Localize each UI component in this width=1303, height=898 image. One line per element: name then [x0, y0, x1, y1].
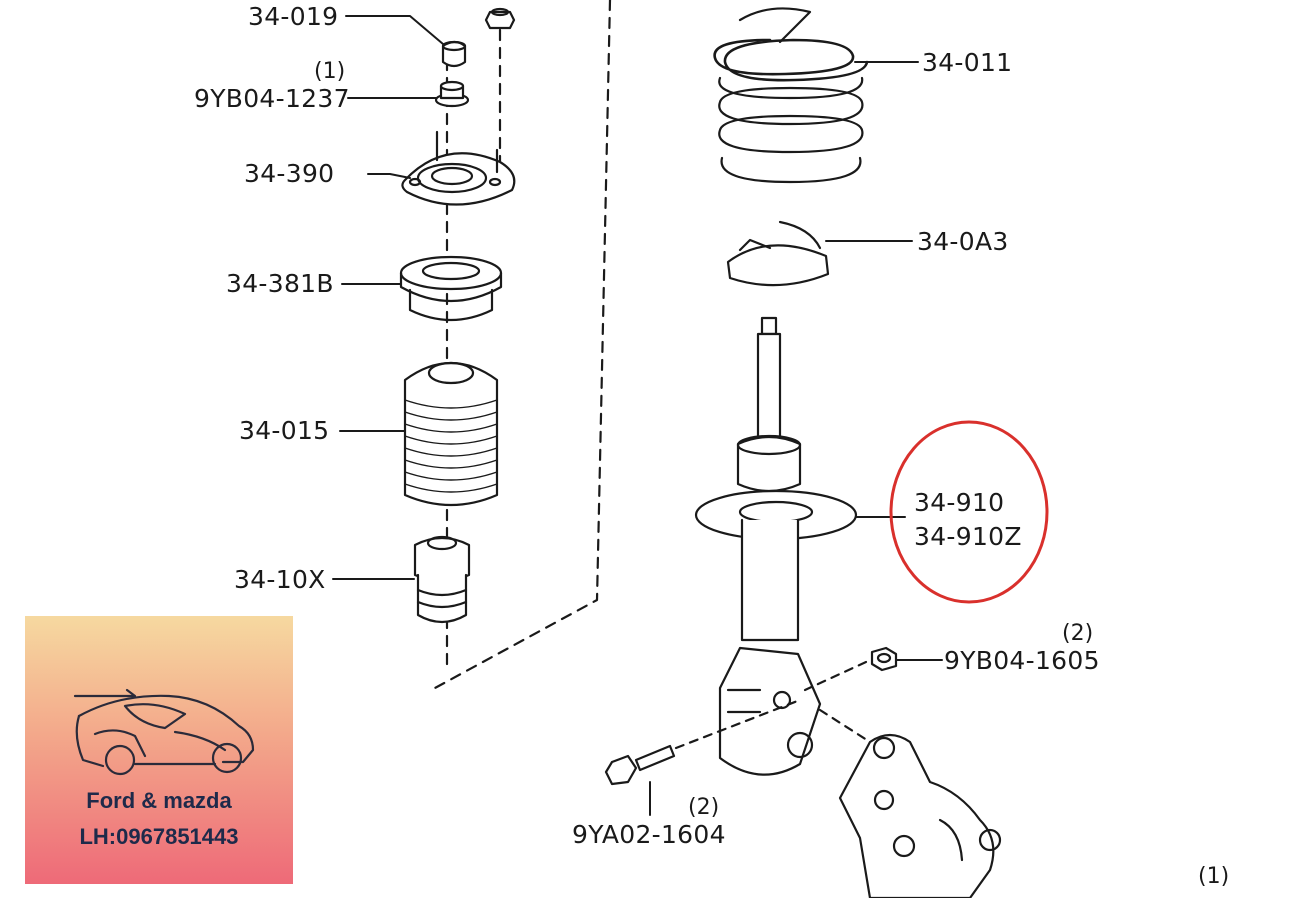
steering-knuckle-icon	[818, 708, 1002, 898]
part-label-34-910: 34-910	[914, 488, 1005, 517]
hex-nut-icon	[803, 646, 898, 692]
quantity-label: (2)	[1062, 621, 1094, 646]
quantity-label: (1)	[314, 59, 346, 84]
coil-spring-icon	[713, 7, 869, 184]
leader-lines	[332, 15, 943, 816]
bearing-icon	[399, 255, 503, 322]
brand-phone: LH:0967851443	[79, 824, 239, 849]
part-label-34-390: 34-390	[244, 159, 335, 188]
part-label-9yb04-1605: 9YB04-1605	[944, 646, 1100, 675]
spring-seat-icon	[726, 220, 830, 287]
part-label-34-0a3: 34-0A3	[917, 227, 1009, 256]
top-nut-icon	[484, 7, 516, 30]
sports-car-icon	[73, 688, 255, 776]
part-label-9ya02-1604: 9YA02-1604	[572, 820, 726, 849]
quantity-label: (2)	[688, 795, 720, 820]
part-label-34-910z: 34-910Z	[914, 522, 1022, 551]
shock-absorber-icon	[694, 316, 858, 776]
brand-badge: Ford & mazda LH:0967851443	[25, 616, 293, 884]
cap-part-icon	[441, 40, 467, 68]
bump-stop-icon	[413, 535, 471, 624]
part-label-34-019: 34-019	[248, 2, 339, 31]
dust-boot-icon	[403, 361, 499, 507]
part-label-9yb04-1237: 9YB04-1237	[194, 84, 350, 113]
part-label-34-10x: 34-10X	[234, 565, 326, 594]
strut-mount-icon	[401, 130, 516, 206]
highlight-circle	[889, 420, 1049, 604]
part-label-34-015: 34-015	[239, 416, 330, 445]
bolt-icon	[604, 698, 802, 786]
brand-name: Ford & mazda	[86, 788, 232, 813]
quantity-label: (1)	[1198, 864, 1230, 889]
part-label-34-381b: 34-381B	[226, 269, 334, 298]
part-label-34-011: 34-011	[922, 48, 1013, 77]
flange-nut-icon	[434, 80, 470, 108]
